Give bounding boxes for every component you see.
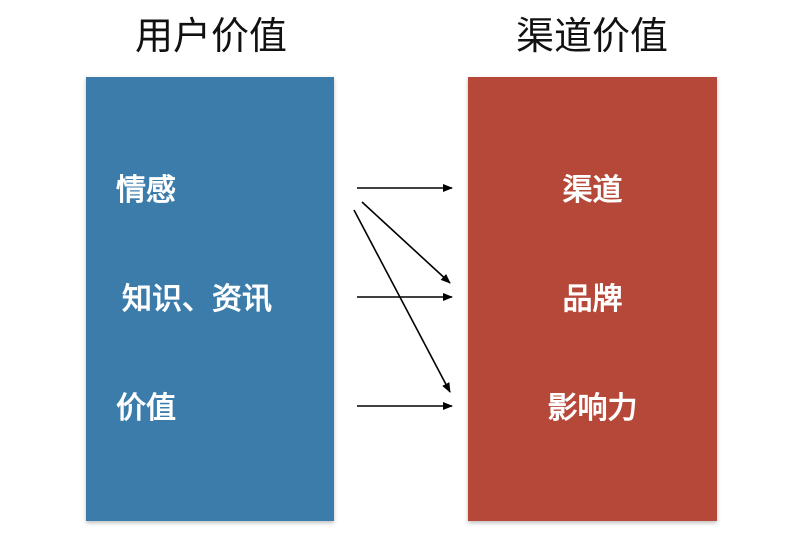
arrow-0-to-2	[353, 209, 451, 393]
user-value-item-value: 价值	[116, 391, 176, 426]
user-value-item-emotion: 情感	[116, 173, 176, 208]
channel-value-title: 渠道价值	[515, 14, 668, 58]
user-value-panel: 情感 知识、资讯 价值	[86, 77, 334, 521]
channel-value-item-channel: 渠道	[562, 173, 623, 208]
channel-value-panel: 渠道 品牌 影响力	[468, 77, 717, 521]
channel-value-item-brand: 品牌	[562, 282, 623, 317]
user-value-item-knowledge: 知识、资讯	[122, 282, 272, 317]
channel-value-item-influence: 影响力	[547, 391, 638, 426]
user-value-title: 用户价值	[134, 14, 287, 58]
arrow-0-to-1	[361, 201, 451, 284]
